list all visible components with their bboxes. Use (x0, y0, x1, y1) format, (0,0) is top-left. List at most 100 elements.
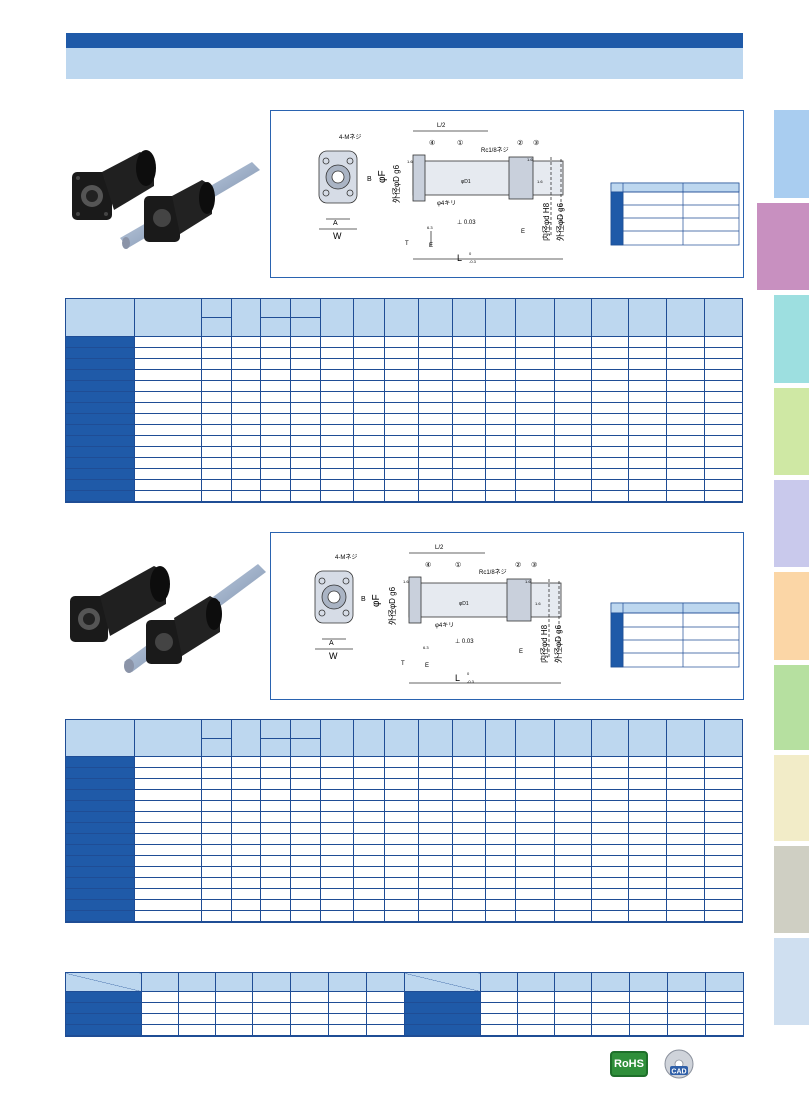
table-row (65, 457, 743, 469)
table-row (65, 822, 743, 834)
table-row (65, 1013, 744, 1025)
side-tab[interactable] (774, 388, 809, 475)
label-od-right: 外径φD g6 (555, 202, 565, 241)
spec-table-1 (65, 298, 743, 503)
side-tab[interactable] (774, 755, 809, 841)
label-l-tol-top: 0 (467, 671, 470, 676)
label-phif: φF (377, 170, 388, 183)
product-photo-1 (72, 150, 260, 249)
table-row (65, 391, 743, 403)
label-b: B (361, 596, 366, 603)
side-tab[interactable] (774, 110, 809, 198)
table-row (65, 468, 743, 480)
table-row (65, 413, 743, 425)
table-row (65, 435, 743, 447)
label-od-left: 外径φD g6 (387, 586, 397, 625)
callout-4: ④ (429, 139, 435, 147)
label-4m: 4-Mネジ (335, 554, 357, 561)
table-row (65, 866, 743, 878)
label-l-tol-top: 0 (469, 251, 472, 256)
table-row (65, 789, 743, 801)
drawing: 4-Mネジ L/2 Rc1/8ネジ φF 外径φD g6 内径φd H8 外径φ… (318, 123, 740, 264)
spec-table-2 (65, 719, 743, 923)
table-row (65, 800, 743, 812)
label-w: W (329, 651, 338, 661)
side-tab[interactable] (774, 572, 809, 660)
label-e2: E (521, 229, 525, 235)
cad-label: CAD (671, 1069, 686, 1076)
label-a: A (329, 640, 334, 647)
table-row (65, 899, 743, 911)
dimension-diagram-2: 4-Mネジ L/2 Rc1/8ネジ φF 外径φD g6 内径φd H8 外径φ… (270, 532, 744, 700)
callout-3: ③ (533, 139, 539, 147)
table-row (65, 910, 743, 923)
label-b: B (367, 176, 372, 183)
label-l: L (457, 253, 462, 263)
table-row (65, 778, 743, 790)
label-perp: ⊥ 0.03 (455, 638, 474, 645)
label-16b: 1.6 (525, 579, 531, 584)
label-l-tol-bot: -0.3 (469, 259, 477, 264)
table-row (65, 888, 743, 900)
label-4m: 4-Mネジ (339, 134, 361, 141)
label-drill: φ4キリ (437, 201, 456, 207)
label-od-right: 外径φD g6 (553, 624, 563, 663)
header-bar (66, 33, 743, 48)
label-l2: L/2 (435, 545, 444, 551)
label-e: E (429, 243, 433, 249)
label-w: W (333, 231, 342, 241)
table-row (65, 490, 743, 503)
label-phid1: φD1 (459, 601, 469, 607)
side-tab[interactable] (774, 480, 809, 567)
label-t: T (401, 661, 405, 667)
label-63: 6.3 (423, 645, 429, 650)
dimension-diagram-1: 4-Mネジ L/2 Rc1/8ネジ φF 外径φD g6 内径φd H8 外径φ… (270, 110, 744, 278)
label-l2: L/2 (437, 123, 446, 129)
label-16b: 1.6 (527, 157, 533, 162)
label-l-tol-bot: -0.3 (467, 679, 475, 684)
label-id: 内径φd H8 (541, 202, 551, 241)
callout-3: ③ (531, 561, 537, 569)
header-band (66, 48, 743, 79)
label-16a: 1.6 (403, 579, 409, 584)
table-row (65, 877, 743, 889)
label-rc: Rc1/8ネジ (479, 569, 507, 576)
table-row (65, 855, 743, 867)
table-row (65, 358, 743, 370)
bushing-small (124, 564, 266, 673)
side-tab[interactable] (774, 938, 809, 1025)
label-e: E (425, 663, 429, 669)
label-e2: E (519, 649, 523, 655)
table-row (65, 756, 743, 768)
bushing-large (72, 150, 156, 220)
table-row (65, 424, 743, 436)
table-row (65, 991, 744, 1003)
bushing-small (120, 162, 260, 249)
callout-1: ① (455, 561, 461, 569)
table-row (65, 402, 743, 414)
side-tab[interactable] (774, 665, 809, 750)
bushing-large (70, 566, 170, 642)
label-16c: 1.6 (537, 179, 543, 184)
side-tab[interactable] (774, 846, 809, 933)
label-16c: 1.6 (535, 601, 541, 606)
table-row (65, 767, 743, 779)
side-tab[interactable] (757, 203, 809, 290)
label-t: T (405, 241, 409, 247)
table-row (65, 833, 743, 845)
cad-disc-icon[interactable]: CAD (664, 1049, 694, 1079)
label-a: A (333, 220, 338, 227)
table-row (65, 336, 743, 348)
table-row (65, 844, 743, 856)
table-row (65, 347, 743, 359)
option-table (65, 972, 744, 1037)
callout-2: ② (515, 561, 521, 569)
label-id: 内径φd H8 (539, 624, 549, 663)
label-perp: ⊥ 0.03 (457, 219, 476, 226)
table-row (65, 380, 743, 392)
rohs-badge: RoHS (610, 1051, 648, 1077)
side-tab[interactable] (774, 295, 809, 383)
material-table (610, 182, 740, 246)
table-row (65, 1024, 744, 1037)
callout-4: ④ (425, 561, 431, 569)
